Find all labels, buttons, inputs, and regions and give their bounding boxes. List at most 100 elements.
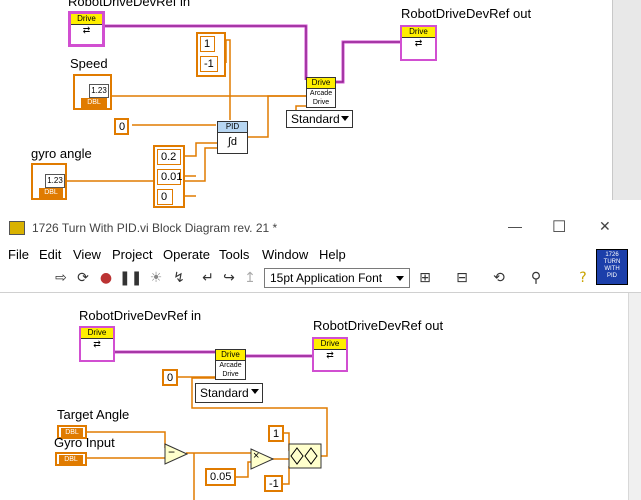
robot-out-label: RobotDriveDevRef out [313,318,444,333]
gyro-angle-label: gyro angle [31,146,92,161]
robot-drive-ref-in-terminal[interactable]: Drive ⇄ [68,11,105,47]
context-help-icon[interactable]: ? [579,270,587,286]
chevron-down-icon[interactable] [251,389,259,394]
menu-operate[interactable]: Operate [163,247,210,262]
robot-drive-ref-out-terminal[interactable]: Drive ⇄ [400,25,437,61]
menu-help[interactable]: Help [319,247,346,262]
target-angle-terminal[interactable]: DBL [57,425,87,439]
dbl-tag: DBL [81,98,107,108]
range-lo-constant[interactable]: -1 [200,56,218,72]
gain-constant[interactable]: 0.05 [205,468,236,486]
chevron-down-icon[interactable] [396,276,404,281]
zero-constant-bottom[interactable]: 0 [162,369,178,386]
gyro-angle-terminal[interactable]: 1.23 DBL [31,163,67,200]
menu-project[interactable]: Project [112,247,153,262]
chevron-down-icon[interactable] [341,116,349,121]
close-button[interactable]: ✕ [599,218,611,234]
zero-constant-top[interactable]: 0 [114,118,129,135]
vi-icon-line: WITH [604,266,620,272]
d-gain-constant[interactable]: 0 [157,189,173,205]
one-constant[interactable]: 1 [268,425,284,442]
drive-tag: Drive [402,27,435,38]
font-select[interactable]: 15pt Application Font [264,268,410,288]
dbl-tag: DBL [61,428,83,437]
arcade-drive-node[interactable]: Drive Arcade Drive [306,77,336,108]
drive-tag: Drive [81,328,113,339]
arcade-line1: Arcade [219,362,242,369]
mode-enum-bottom[interactable]: Standard [195,383,263,403]
minimize-button[interactable]: — [508,218,522,234]
menu-bar: File Edit View Project Operate Tools Win… [0,245,600,265]
motor-icon: ⇄ [82,25,91,35]
i-gain-constant[interactable]: 0.01 [157,169,182,185]
mode-value: Standard [291,112,340,126]
robot-drive-ref-in-terminal[interactable]: Drive ⇄ [79,326,115,362]
target-angle-label: Target Angle [57,407,130,422]
reorder-icon[interactable]: ⟲ [493,270,505,286]
speed-terminal[interactable]: 1.23 DBL [73,74,112,110]
arcade-line2: Drive [222,371,239,378]
multiply-node[interactable] [250,448,274,470]
numeric-display: 1.23 [89,84,109,98]
distribute-objects-icon[interactable]: ⊟ [456,270,468,286]
multiply-symbol: × [253,450,260,462]
font-select-value: 15pt Application Font [270,271,383,285]
run-arrow-icon[interactable]: ⇨ [55,270,67,286]
robot-out-label: RobotDriveDevRef out [401,6,532,21]
speed-label: Speed [70,56,108,71]
pause-icon[interactable]: ❚❚ [119,270,143,286]
background-scrollbar[interactable] [612,0,641,200]
dbl-tag: DBL [39,188,63,198]
step-out-icon[interactable]: ↥ [244,270,256,286]
diagram-scrollbar[interactable] [628,293,641,500]
range-constant-array[interactable]: 1 -1 [196,32,226,77]
vi-app-icon [9,221,25,235]
arcade-line2: Drive [312,99,330,106]
motor-icon: ⇄ [326,350,334,360]
abort-icon[interactable]: ● [99,270,113,286]
in-range-coerce-node[interactable] [288,443,322,469]
pid-tag: PID [218,122,247,133]
retain-wire-values-icon[interactable]: ↯ [173,270,185,286]
menu-window[interactable]: Window [262,247,309,262]
vi-connector-icon[interactable]: 1726 TURN WITH PID [596,249,628,285]
mode-value: Standard [200,386,249,400]
step-over-icon[interactable]: ↪ [223,270,235,286]
menu-view[interactable]: View [73,247,101,262]
robot-in-label: RobotDriveDevRef in [79,308,202,323]
clean-up-icon[interactable]: ⚲ [530,270,542,286]
vi-icon-line: TURN [603,259,621,265]
drive-tag: Drive [71,14,102,25]
robot-drive-ref-out-terminal[interactable]: Drive ⇄ [312,337,348,372]
p-gain-constant[interactable]: 0.2 [157,149,181,165]
dbl-tag: DBL [59,455,83,464]
step-into-icon[interactable]: ↵ [202,270,214,286]
menu-tools[interactable]: Tools [219,247,250,262]
menu-file[interactable]: File [8,247,29,262]
vi-icon-line: 1726 [605,252,619,258]
align-objects-icon[interactable]: ⊞ [419,270,431,286]
vi-icon-line: PID [606,273,617,279]
arcade-line1: Arcade [309,90,333,97]
subtract-node[interactable] [164,443,188,465]
arcade-drive-node[interactable]: Drive Arcade Drive [215,349,246,380]
pid-gains-array[interactable]: 0.2 0.01 0 [153,145,185,208]
gyro-input-terminal[interactable]: DBL [55,452,87,466]
window-titlebar[interactable]: 1726 Turn With PID.vi Block Diagram rev.… [0,211,641,245]
run-continuously-icon[interactable]: ⟳ [77,270,89,286]
subtract-symbol: − [168,445,176,459]
range-hi-constant[interactable]: 1 [200,36,215,52]
mode-enum-top[interactable]: Standard [286,110,353,128]
menu-edit[interactable]: Edit [39,247,62,262]
motor-icon: ⇄ [414,38,423,48]
motor-icon: ⇄ [93,339,101,349]
drive-tag: Drive [307,78,335,89]
gyro-input-label: Gyro Input [54,435,115,450]
maximize-button[interactable]: ☐ [552,219,567,236]
toolbar-separator [0,292,641,293]
pid-node[interactable]: PID ∫d [217,121,248,154]
highlight-execution-icon[interactable]: ☀ [149,270,163,286]
robot-in-label: RobotDriveDevRef in [68,0,191,9]
neg-one-constant[interactable]: -1 [264,475,283,492]
